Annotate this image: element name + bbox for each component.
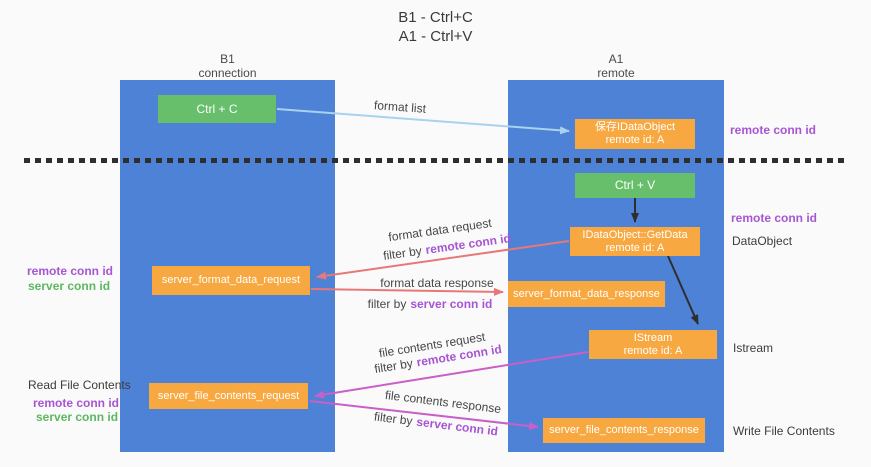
annotation-dataobject: DataObject (732, 234, 793, 248)
lane-header-b1: B1 connection (120, 52, 335, 80)
annotation-read-file-contents: Read File Contents (28, 378, 131, 392)
node-ctrl-v: Ctrl + V (575, 173, 695, 198)
node-getdata-line2: remote id: A (605, 241, 665, 254)
lane-b1-role: connection (198, 66, 257, 80)
label-format-data-response: format data response (380, 276, 494, 290)
node-istream: IStream remote id: A (589, 330, 717, 359)
node-server-format-data-response: server_format_data_response (508, 281, 665, 307)
annotation-write-file-contents: Write File Contents (733, 424, 835, 438)
lane-a1-role: remote (597, 66, 635, 80)
filter-by-text: filter by (373, 409, 414, 429)
annotation-remote-conn-id-mid: remote conn id (731, 211, 818, 225)
node-server-format-data-request: server_format_data_request (152, 266, 310, 295)
server-conn-id-highlight: server conn id (410, 297, 493, 311)
node-istream-line2: remote id: A (623, 344, 683, 357)
server-conn-id-highlight: server conn id (415, 414, 499, 439)
node-save-idataobject-line1: 保存IDataObject (594, 121, 676, 133)
phase-separator-dashed-line (24, 158, 846, 163)
annotation-server-conn-id-left-1: server conn id (28, 279, 111, 293)
node-ctrl-c: Ctrl + C (158, 95, 276, 123)
filter-by-text: filter by (382, 243, 423, 263)
annotation-remote-conn-id-top: remote conn id (730, 123, 817, 137)
filter-by-text: filter by (367, 297, 407, 311)
node-save-idataobject: 保存IDataObject remote id: A (575, 119, 695, 149)
label-format-list: format list (373, 98, 427, 116)
title-line-2: A1 - Ctrl+V (398, 28, 473, 45)
node-save-idataobject-line2: remote id: A (605, 134, 665, 146)
annotation-istream: Istream (733, 341, 774, 355)
lane-b1-name: B1 (220, 52, 235, 66)
lane-a1-name: A1 (608, 52, 624, 66)
annotation-remote-conn-id-left-2: remote conn id (33, 396, 120, 410)
lane-header-a1: A1 remote (508, 52, 724, 80)
annotation-remote-conn-id-left-1: remote conn id (27, 264, 114, 278)
title-line-1: B1 - Ctrl+C (398, 9, 473, 26)
node-istream-line1: IStream (633, 331, 673, 344)
node-server-file-contents-request: server_file_contents_request (149, 383, 308, 409)
node-idataobject-getdata: IDataObject::GetData remote id: A (570, 227, 700, 256)
node-getdata-line1: IDataObject::GetData (582, 228, 688, 241)
diagram-title: B1 - Ctrl+C A1 - Ctrl+V (0, 8, 871, 46)
node-server-file-contents-response: server_file_contents_response (543, 418, 705, 443)
annotation-server-conn-id-left-2: server conn id (36, 410, 119, 424)
